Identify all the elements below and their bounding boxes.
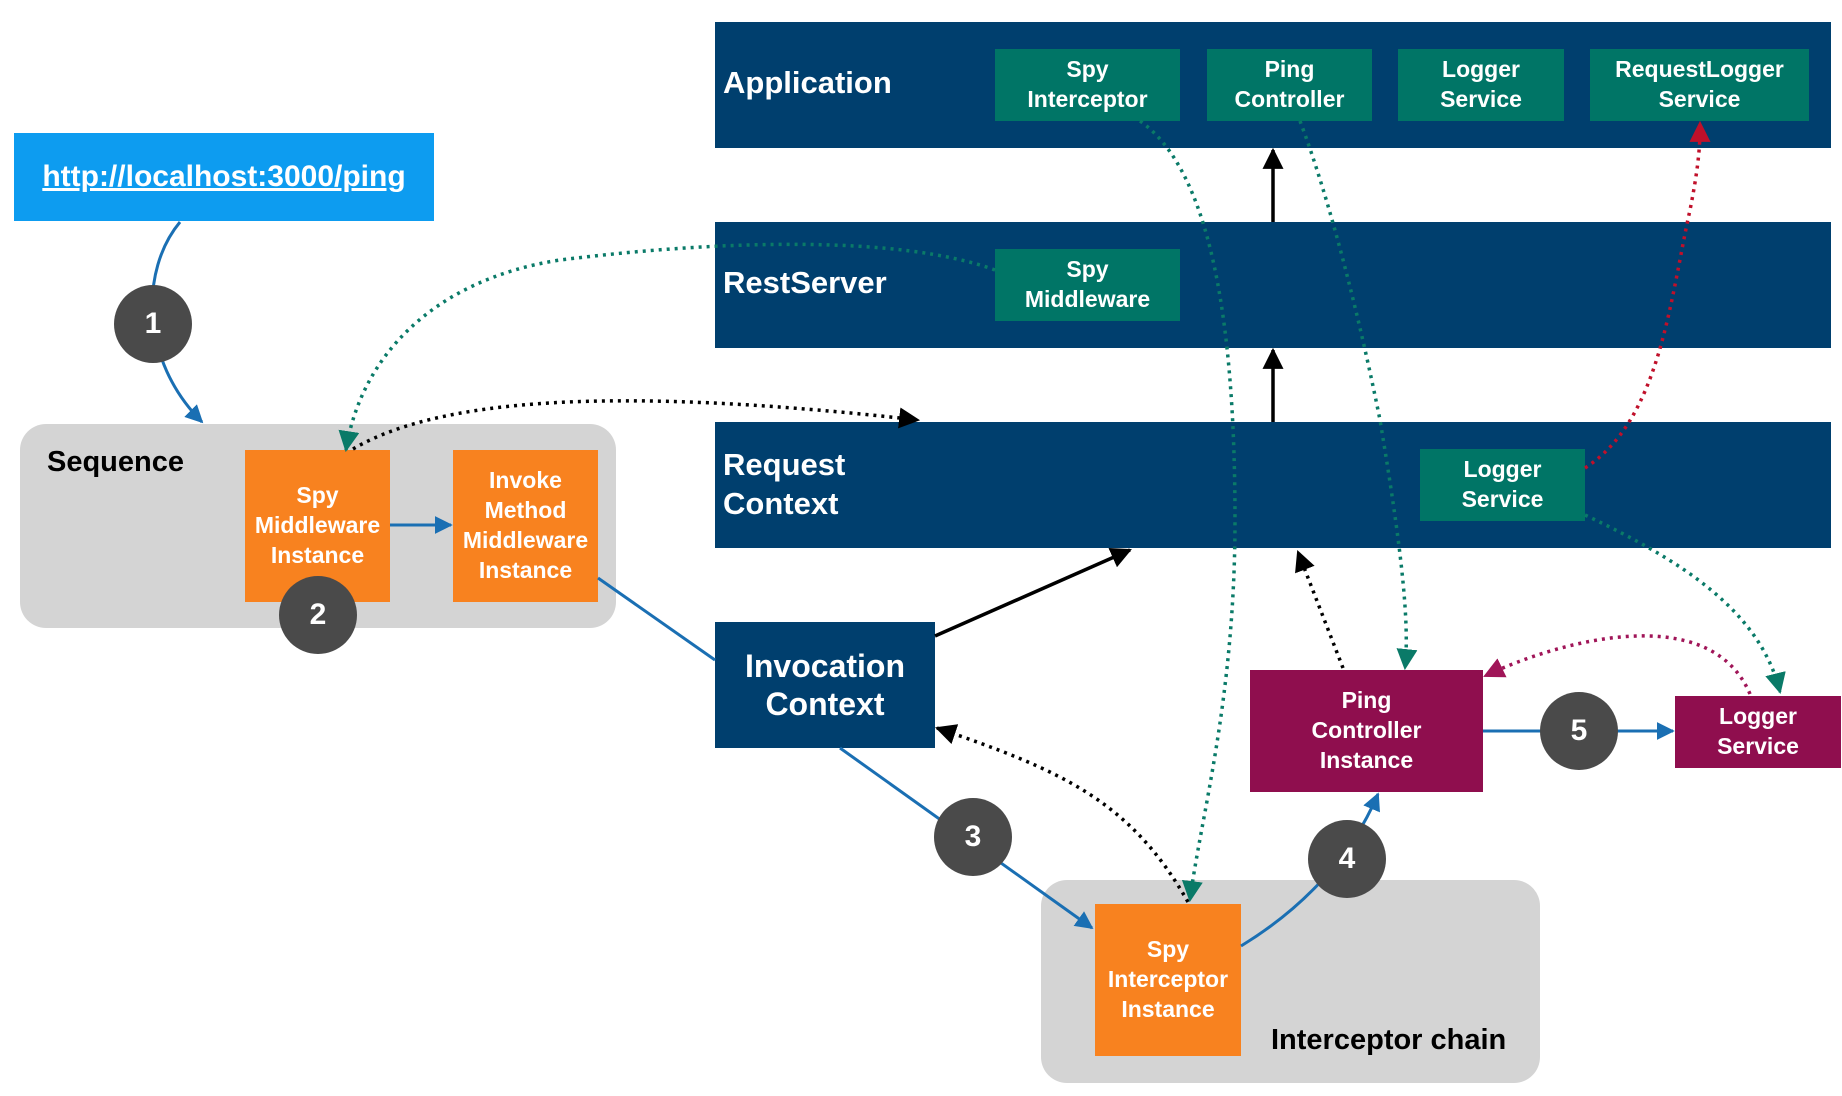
- spy-interceptor-component: Spy Interceptor: [995, 49, 1180, 121]
- step-2-marker: 2: [279, 576, 357, 654]
- request-context-band: Request Context: [715, 422, 1831, 548]
- invoke-method-middleware-instance: Invoke Method Middleware Instance: [453, 450, 598, 602]
- rest-server-band: RestServer: [715, 222, 1831, 348]
- invocation-context: Invocation Context: [715, 622, 935, 748]
- edge-ping-controller-component-to-instance: [1298, 120, 1418, 671]
- application-label: Application: [723, 65, 892, 100]
- rest-server-label: RestServer: [723, 265, 887, 300]
- ping-controller-instance: Ping Controller Instance: [1250, 670, 1483, 792]
- step-5-marker: 5: [1540, 692, 1618, 770]
- spy-interceptor-instance: Spy Interceptor Instance: [1095, 904, 1241, 1056]
- ping-url-link[interactable]: http://localhost:3000/ping: [42, 160, 406, 193]
- spy-middleware-component: Spy Middleware: [995, 249, 1180, 321]
- step-4-marker: 4: [1308, 820, 1386, 898]
- request-context-label: Request Context: [723, 447, 846, 521]
- ping-controller-component: Ping Controller: [1207, 49, 1372, 121]
- logger-service-context-component: Logger Service: [1420, 449, 1585, 521]
- interceptor-chain-label: Interceptor chain: [1271, 1024, 1507, 1056]
- step-1-marker: 1: [114, 285, 192, 363]
- edge-invocation-context-to-request-context: [934, 548, 1132, 638]
- logger-service-instance: Logger Service: [1675, 696, 1841, 768]
- url-box: http://localhost:3000/ping: [14, 133, 434, 221]
- spy-middleware-instance: Spy Middleware Instance: [245, 450, 390, 602]
- request-logger-service-component: RequestLogger Service: [1590, 49, 1809, 121]
- edge-logger-service-instance-to-ping-controller-instance: [1483, 634, 1752, 695]
- logger-service-component: Logger Service: [1398, 49, 1564, 121]
- step-3-marker: 3: [934, 798, 1012, 876]
- edge-ping-controller-instance-to-request-context: [1295, 550, 1345, 669]
- sequence-label: Sequence: [47, 446, 184, 478]
